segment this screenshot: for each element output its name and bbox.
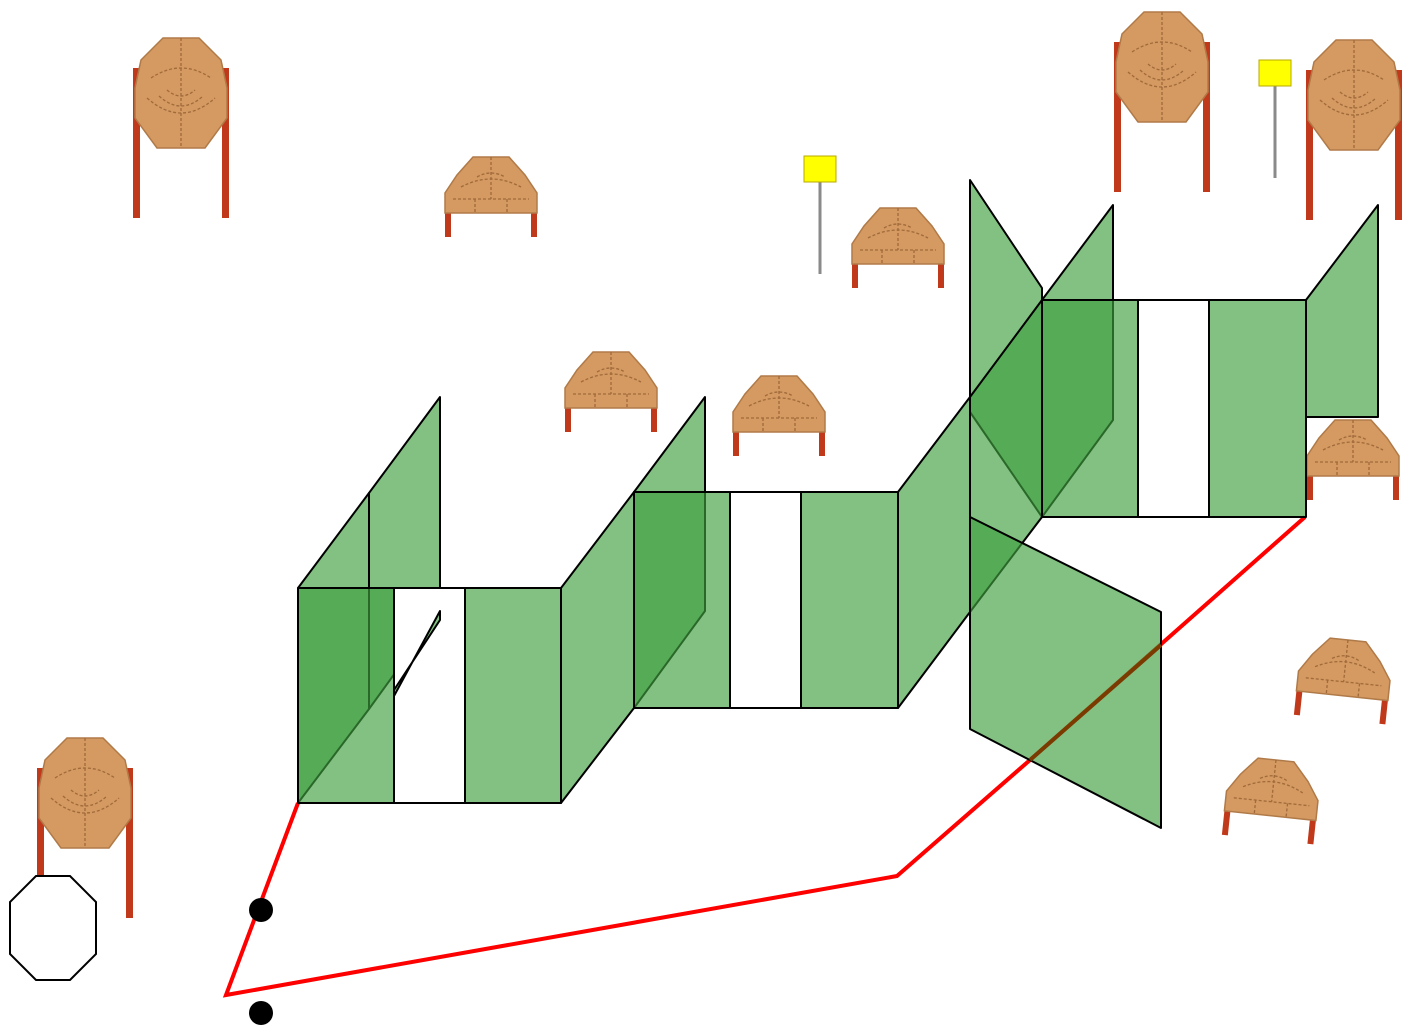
wall-panel bbox=[464, 587, 562, 804]
wall-panel bbox=[1305, 204, 1379, 418]
wall-panel bbox=[800, 491, 899, 709]
fault-line-through-wall bbox=[1028, 643, 1163, 762]
wall-panel bbox=[393, 610, 441, 697]
wall-panel bbox=[633, 491, 731, 709]
paper-target-tall bbox=[132, 37, 230, 219]
wall-panel bbox=[1208, 299, 1307, 518]
paper-target-short bbox=[732, 375, 826, 457]
paper-target-short bbox=[1293, 634, 1395, 726]
black-dot-marker bbox=[249, 898, 273, 922]
port-opening bbox=[1137, 299, 1210, 518]
barrier-left bbox=[297, 396, 706, 804]
yellow-flag-marker bbox=[803, 155, 837, 275]
paper-target-short bbox=[851, 207, 945, 289]
port-opening bbox=[393, 587, 466, 804]
barrier-middle bbox=[633, 396, 971, 709]
port-opening bbox=[729, 491, 802, 709]
wall-panel bbox=[560, 491, 635, 804]
paper-target-tall bbox=[1113, 11, 1211, 193]
yellow-flag-marker bbox=[1258, 59, 1292, 179]
paper-target-short bbox=[1306, 419, 1400, 501]
barrier-right bbox=[969, 179, 1379, 829]
wall-panel bbox=[1041, 299, 1139, 518]
paper-target-tall bbox=[1305, 39, 1403, 221]
paper-target-short bbox=[564, 351, 658, 433]
paper-target-short bbox=[444, 156, 538, 238]
paper-target-short bbox=[1221, 754, 1323, 846]
wall-panel bbox=[969, 516, 1162, 829]
wall-panel bbox=[297, 587, 395, 804]
black-dot-marker bbox=[249, 1001, 273, 1025]
wall-panel bbox=[897, 396, 971, 709]
octagon-start-marker bbox=[9, 875, 97, 981]
